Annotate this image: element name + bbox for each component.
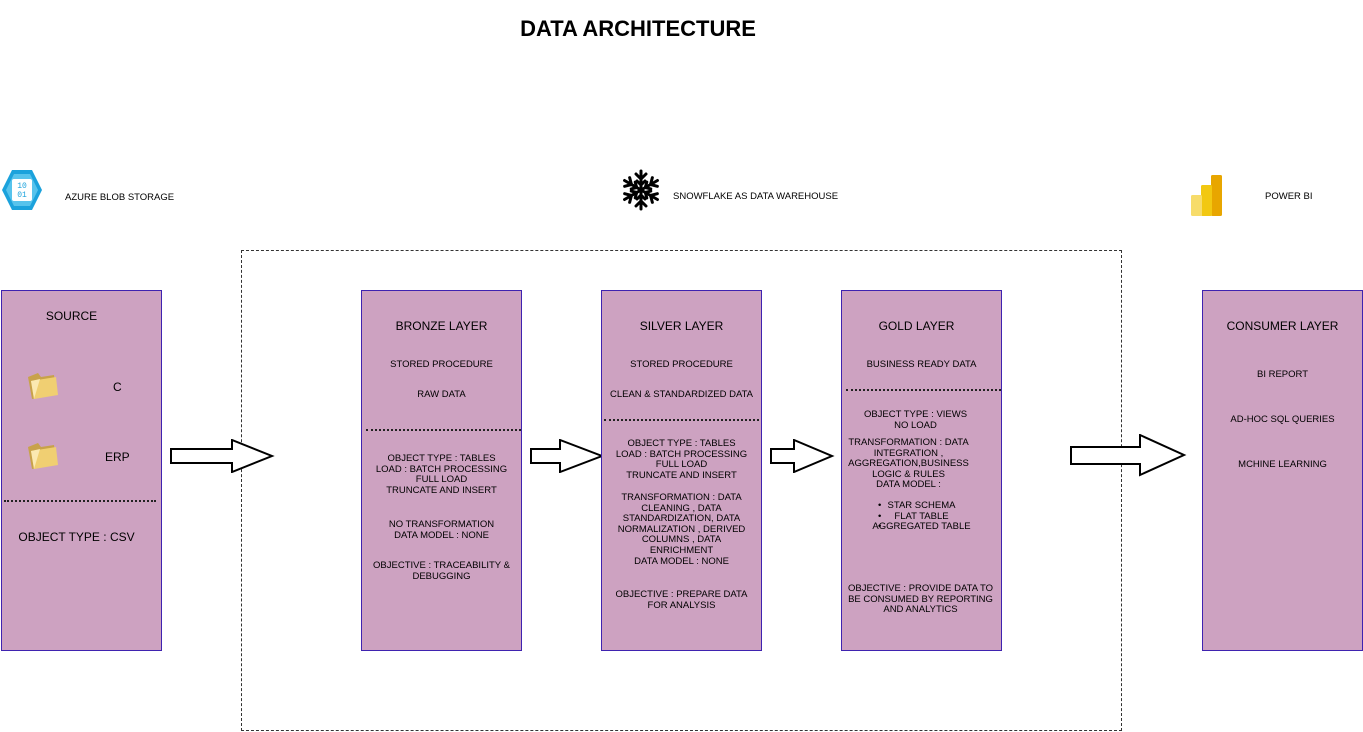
silver-details: OBJECT TYPE : TABLES LOAD : BATCH PROCES… [615,438,748,481]
source-title: SOURCE [45,309,98,323]
source-item-erp: ERP [105,450,130,464]
divider [604,419,759,421]
data-warehouse-boundary [241,250,1122,731]
list-item: AGGREGATED TABLE [842,522,1001,533]
snowflake-label: SNOWFLAKE AS DATA WAREHOUSE [673,191,839,202]
azure-blob-storage-icon: 10 01 [2,169,42,211]
consumer-item: AD-HOC SQL QUERIES [1230,414,1335,425]
gold-data-model-list: STAR SCHEMA FLAT TABLE AGGREGATED TABLE [842,500,1001,533]
flow-arrow [1070,434,1188,478]
flow-arrow [530,439,606,473]
bronze-transform: NO TRANSFORMATION DATA MODEL : NONE [388,519,495,541]
silver-top-item: CLEAN & STANDARDIZED DATA [609,389,754,400]
consumer-layer-panel: CONSUMER LAYER BI REPORT AD-HOC SQL QUER… [1202,290,1363,651]
bronze-layer-panel: BRONZE LAYER STORED PROCEDURE RAW DATA O… [361,290,522,651]
consumer-item: MCHINE LEARNING [1238,459,1327,470]
gold-objective: OBJECTIVE : PROVIDE DATA TO BE CONSUMED … [848,583,993,616]
svg-text:01: 01 [17,191,27,200]
bronze-details: OBJECT TYPE : TABLES LOAD : BATCH PROCES… [375,453,508,496]
bronze-top-item: STORED PROCEDURE [390,359,493,370]
page-title: DATA ARCHITECTURE [520,16,756,41]
azure-blob-storage-label: AZURE BLOB STORAGE [65,192,175,203]
source-item-c: C [113,380,122,394]
bronze-objective: OBJECTIVE : TRACEABILITY & DEBUGGING [373,560,510,582]
bronze-top-item: RAW DATA [417,389,466,400]
gold-details: OBJECT TYPE : VIEWS NO LOAD [863,409,968,431]
list-item: STAR SCHEMA [842,500,1001,512]
bronze-title: BRONZE LAYER [395,319,488,333]
power-bi-label: POWER BI [1265,191,1313,202]
gold-title: GOLD LAYER [878,319,955,333]
list-item: FLAT TABLE [842,511,1001,523]
source-panel: SOURCE C ERP OBJECT TYPE : CSV [1,290,162,651]
divider [4,500,156,502]
divider [366,429,521,431]
silver-top-item: STORED PROCEDURE [630,359,733,370]
divider [846,389,1001,391]
gold-top-item: BUSINESS READY DATA [866,359,977,370]
silver-title: SILVER LAYER [639,319,724,333]
flow-arrow [770,439,836,473]
snowflake-icon [619,168,663,212]
silver-layer-panel: SILVER LAYER STORED PROCEDURE CLEAN & ST… [601,290,762,651]
consumer-item: BI REPORT [1256,369,1309,380]
gold-transform: TRANSFORMATION : DATA INTEGRATION , AGGR… [848,437,969,491]
silver-objective: OBJECTIVE : PREPARE DATA FOR ANALYSIS [615,589,748,611]
folder-icon [26,439,60,471]
flow-arrow [170,439,276,473]
folder-icon [26,369,60,401]
consumer-title: CONSUMER LAYER [1226,319,1339,333]
source-object-type: OBJECT TYPE : CSV [18,530,135,544]
gold-layer-panel: GOLD LAYER BUSINESS READY DATA OBJECT TY… [841,290,1002,651]
silver-transform: TRANSFORMATION : DATA CLEANING , DATA ST… [617,492,746,567]
svg-text:10: 10 [17,182,27,191]
power-bi-icon [1190,174,1224,218]
